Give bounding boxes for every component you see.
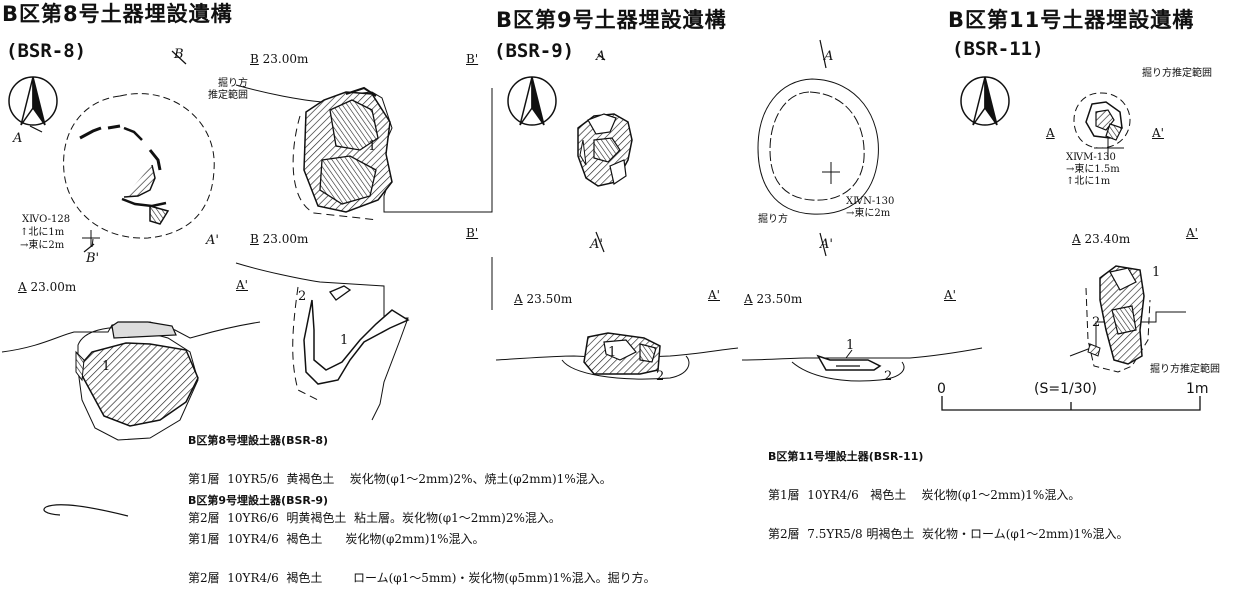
bsr8-layer-2-section: 2 [298,289,307,304]
bsr9-layer-1-left: 1 [608,345,617,360]
bsr9-section-right [741,347,983,382]
bsr8-point-1: XⅣO-128 [22,214,71,225]
bsr8-point-2: ↑北に1m [20,227,65,238]
bsr8-elev-sec-lower-mark: B [250,232,259,246]
bsr8-dig-note-1: 掘り方 [218,78,248,89]
legend-bsr11-row2: 第2層 7.5YR5/8 明褐色土 炭化物・ローム(φ1～2mm)1%混入。 [768,527,1129,541]
bsr8-section-aa [1,321,261,517]
bsr11-section [1069,265,1186,373]
bsr9-section-left [495,332,739,380]
bsr8-dig-note-2: 推定範囲 [208,90,248,101]
bsr9-title: B区第9号土器埋設遺構 [496,8,727,32]
legend-bsr11: B区第11号埋設土器(BSR-11) 第1層 10YR4/6 褐色土 炭化物(φ… [768,424,1129,554]
bsr9-layer-1-right: 1 [846,338,855,353]
bsr8-code: (BSR-8) [6,40,87,62]
bsr11-sec-a2: A' [1186,226,1198,240]
bsr8-elev-plan-mark: A [18,280,27,294]
legend-bsr11-row1: 第1層 10YR4/6 褐色土 炭化物(φ1～2mm)1%混入。 [768,488,1081,502]
bsr11-plan-mark-a-text: A [1046,126,1055,140]
legend-bsr11-heading: B区第11号埋設土器(BSR-11) [768,450,924,463]
bsr9-dig-plan [757,39,879,257]
bsr9-layer-2-left: 2 [656,369,665,384]
bsr8-elev-plan-value: 23.00m [30,280,77,294]
bsr11-point-3: ↑北に1m [1066,176,1111,187]
bsr8-layer-1-plan: 1 [368,139,377,154]
bsr11-title: B区第11号土器埋設遺構 [948,8,1195,32]
north-arrow-bsr8 [8,76,58,126]
bsr9-sec-a2-left: A' [708,288,720,302]
legend-bsr9-row2: 第2層 10YR4/6 褐色土 ローム(φ1～5mm)・炭化物(φ5mm)1%混… [188,571,656,585]
bsr8-layer-1-left: 1 [102,359,111,374]
bsr9-sec-a2-right: A' [944,288,956,302]
bsr9-elev-left-mark: A [514,292,523,306]
bsr8-plan-mark-a: A [13,131,23,146]
bsr8-elev-plan: A 23.00m [18,280,76,294]
bsr11-elev-mark: A [1072,232,1081,246]
legend-bsr9-heading: B区第9号埋設土器(BSR-9) [188,494,329,507]
bsr11-plan-mark-a2: A' [1152,126,1164,140]
bsr8-sec-b2-lower: B' [466,226,479,240]
bsr9-mark-a2-bottom: A' [590,237,603,252]
bsr9-mark-a-top: A [596,49,606,64]
bsr11-elev: A 23.40m [1072,232,1130,246]
scale-label: (S=1/30) [1034,381,1097,397]
bsr11-layer-2: 2 [1092,315,1101,330]
bsr8-section-bb [235,84,493,221]
bsr11-point-1: XⅣM-130 [1066,152,1116,163]
bsr8-elev-sec-lower: B 23.00m [250,232,308,246]
legend-bsr9-row1: 第1層 10YR4/6 褐色土 炭化物(φ2mm)1%混入。 [188,532,485,546]
bsr8-plan [29,50,215,253]
bsr9-dig-label: 掘り方 [758,214,788,225]
bsr9-layer-2-right: 2 [884,369,893,384]
legend-bsr9: B区第9号埋設土器(BSR-9) 第1層 10YR4/6 褐色土 炭化物(φ2m… [188,468,656,598]
bsr9-elev-right-value: 23.50m [756,292,803,306]
bsr8-elev-sec-upper-mark: B [250,52,259,66]
bsr8-plan-mark-a2: A' [206,233,219,248]
bsr9-elev-left: A 23.50m [514,292,572,306]
bsr9-point-2: →東に2m [846,208,891,219]
bsr11-dig-note: 掘り方推定範囲 [1142,68,1212,79]
bsr11-point-2: →東に1.5m [1066,164,1120,175]
bsr9-plan [577,53,633,253]
bsr8-plan-mark-b2: B' [86,251,100,266]
bsr9-elev-right-mark: A [744,292,753,306]
legend-bsr8-row1: 第1層 10YR5/6 黄褐色土 炭化物(φ1～2mm)2%、焼土(φ2mm)1… [188,472,612,486]
bsr9-code: (BSR-9) [494,40,575,62]
bsr11-elev-value: 23.40m [1084,232,1131,246]
scale-bar [941,396,1201,411]
bsr8-point-3: →東に2m [20,240,65,251]
bsr8-sec-a2: A' [236,278,248,292]
scale-one-m: 1m [1186,381,1209,397]
figure-linework [1,39,1201,517]
legend-bsr8-heading: B区第8号埋設土器(BSR-8) [188,434,329,447]
bsr8-layer-1-section: 1 [340,333,349,348]
bsr8-section-aa-2 [235,257,493,421]
bsr8-elev-sec-lower-value: 23.00m [262,232,309,246]
north-arrow-bsr11 [960,76,1010,126]
bsr9-elev-right: A 23.50m [744,292,802,306]
scale-zero: 0 [937,381,946,397]
bsr9-point-1: XⅣN-130 [846,196,895,207]
bsr8-title: B区第8号土器埋設遺構 [2,2,233,26]
bsr11-dig-note-lower: 掘り方推定範囲 [1150,364,1220,375]
bsr8-plan-mark-b: B [174,47,184,62]
bsr8-elev-sec-upper-value: 23.00m [262,52,309,66]
bsr11-code: (BSR-11) [952,38,1044,60]
bsr9-dig-mark-a2-bottom: A' [820,237,833,252]
north-arrow-bsr9 [507,76,557,126]
bsr11-plan [1073,92,1131,160]
bsr9-elev-left-value: 23.50m [526,292,573,306]
bsr11-plan-mark-a: A [1046,126,1055,140]
bsr8-sec-b2: B' [466,52,479,66]
bsr11-layer-1: 1 [1152,265,1161,280]
bsr9-dig-mark-a-top: A [824,49,834,64]
bsr8-elev-sec-upper: B 23.00m [250,52,308,66]
